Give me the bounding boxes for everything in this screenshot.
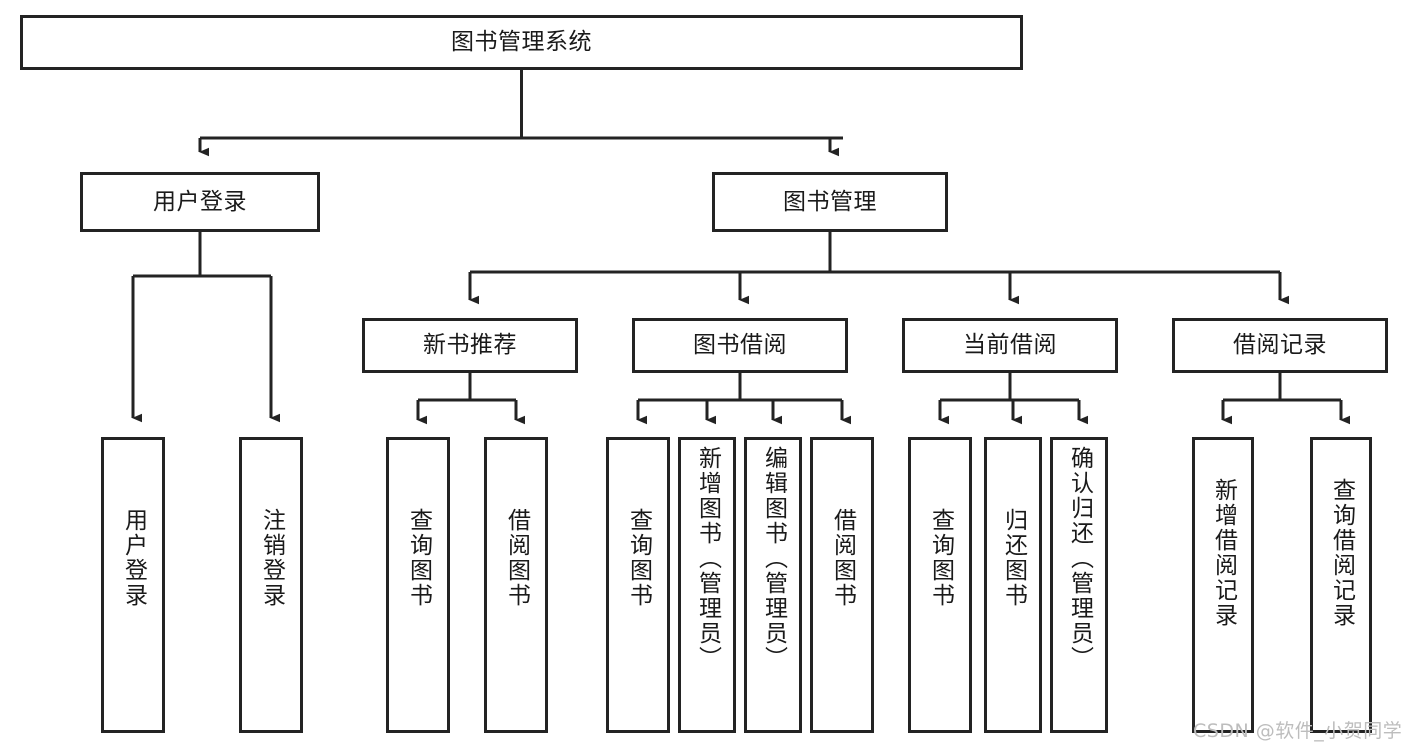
node-leaf-rec-query-book-label: 查询图书 (405, 508, 432, 608)
node-user-login[interactable]: 用户登录 (80, 172, 320, 232)
node-current-borrow[interactable]: 当前借阅 (902, 318, 1118, 373)
node-leaf-borrow-lend-book[interactable]: 借阅图书 (810, 437, 874, 733)
node-leaf-user-logout-label: 注销登录 (258, 508, 285, 608)
node-leaf-borrow-edit-book-label: 编辑图书（管理员） (760, 446, 787, 671)
node-borrow-record[interactable]: 借阅记录 (1172, 318, 1388, 373)
node-leaf-record-query[interactable]: 查询借阅记录 (1310, 437, 1372, 733)
node-book-borrow[interactable]: 图书借阅 (632, 318, 848, 373)
node-new-book-recommend[interactable]: 新书推荐 (362, 318, 578, 373)
node-leaf-current-return-book[interactable]: 归还图书 (984, 437, 1042, 733)
node-leaf-borrow-add-book[interactable]: 新增图书（管理员） (678, 437, 736, 733)
node-leaf-current-query-book[interactable]: 查询图书 (908, 437, 972, 733)
node-user-login-label: 用户登录 (153, 188, 247, 215)
node-leaf-record-query-label: 查询借阅记录 (1328, 478, 1355, 628)
node-leaf-borrow-lend-book-label: 借阅图书 (829, 508, 856, 608)
node-new-book-recommend-label: 新书推荐 (423, 332, 517, 359)
node-current-borrow-label: 当前借阅 (963, 332, 1057, 359)
node-leaf-borrow-edit-book[interactable]: 编辑图书（管理员） (744, 437, 802, 733)
node-leaf-current-confirm-return[interactable]: 确认归还（管理员） (1050, 437, 1108, 733)
node-leaf-rec-query-book[interactable]: 查询图书 (386, 437, 450, 733)
node-leaf-user-login-label: 用户登录 (120, 508, 147, 608)
node-leaf-rec-borrow-book-label: 借阅图书 (503, 508, 530, 608)
node-root-label: 图书管理系统 (451, 29, 592, 56)
node-leaf-current-confirm-return-label: 确认归还（管理员） (1066, 446, 1093, 671)
node-leaf-current-query-book-label: 查询图书 (927, 508, 954, 608)
node-book-borrow-label: 图书借阅 (693, 332, 787, 359)
node-leaf-record-add[interactable]: 新增借阅记录 (1192, 437, 1254, 733)
node-leaf-borrow-query-book[interactable]: 查询图书 (606, 437, 670, 733)
node-root[interactable]: 图书管理系统 (20, 15, 1023, 70)
node-leaf-current-return-book-label: 归还图书 (1000, 508, 1027, 608)
node-leaf-user-logout[interactable]: 注销登录 (239, 437, 303, 733)
node-leaf-record-add-label: 新增借阅记录 (1210, 478, 1237, 628)
node-book-management-label: 图书管理 (783, 188, 877, 215)
node-leaf-rec-borrow-book[interactable]: 借阅图书 (484, 437, 548, 733)
node-book-management[interactable]: 图书管理 (712, 172, 948, 232)
node-leaf-borrow-add-book-label: 新增图书（管理员） (694, 446, 721, 671)
node-leaf-user-login[interactable]: 用户登录 (101, 437, 165, 733)
node-leaf-borrow-query-book-label: 查询图书 (625, 508, 652, 608)
node-borrow-record-label: 借阅记录 (1233, 332, 1327, 359)
